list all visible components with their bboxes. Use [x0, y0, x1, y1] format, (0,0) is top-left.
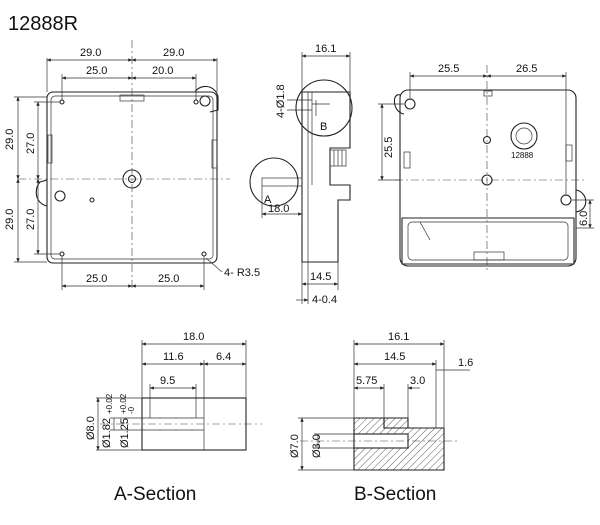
- dim-left-outer-top: 29.0: [4, 129, 16, 150]
- a-dim-dia-outer: Ø8.0: [85, 416, 97, 440]
- dim-hole-diameter: 4-Ø1.8: [275, 84, 287, 118]
- b-dim-dia-outer: Ø7.0: [289, 434, 301, 458]
- a-dim-dia-inner-tol-dn: -0: [127, 406, 136, 414]
- part-number-title: 12888R: [8, 13, 78, 35]
- b-dim-total: 16.1: [388, 331, 409, 343]
- a-dim-total: 18.0: [183, 331, 204, 343]
- rear-body-outline: [399, 89, 577, 267]
- dim-bottom-right: 25.0: [158, 273, 179, 285]
- dim-rear-top-left: 25.5: [438, 63, 459, 75]
- rear-mount-hole-right: [560, 194, 572, 206]
- dim-side-depth: 18.0: [268, 203, 289, 215]
- front-view: 29.0 29.0 25.0 20.0 29.0 29.0 27.0 27.0 …: [4, 40, 260, 290]
- b-dim-inner: 3.0: [410, 375, 425, 387]
- detail-label-a: A: [264, 194, 272, 206]
- dim-top-inner-right: 20.0: [152, 65, 173, 77]
- dim-left-inner-top: 27.0: [25, 133, 37, 154]
- b-dim-mid: 14.5: [384, 351, 405, 363]
- dim-top-overall-left: 29.0: [80, 47, 101, 59]
- setting-dial: [510, 122, 538, 150]
- detail-circle-a: [249, 157, 299, 207]
- a-dim-dia-inner: Ø1.25: [119, 418, 131, 448]
- side-view: 16.1 4-Ø1.8 B A 18.0 14.5 4-0.4: [249, 43, 353, 306]
- b-dim-dia-inner: Ø3.0: [311, 434, 323, 458]
- battery-compartment: [401, 217, 575, 265]
- dim-left-inner-bottom: 27.0: [25, 209, 37, 230]
- b-section-view: 16.1 14.5 1.6 5.75 3.0 Ø7.0 Ø3.0 B-Secti…: [289, 331, 473, 505]
- dim-side-bottom-a: 14.5: [310, 271, 331, 283]
- a-dim-inner: 9.5: [160, 375, 175, 387]
- dim-left-outer-bottom: 29.0: [4, 209, 16, 230]
- detail-label-b: B: [320, 121, 327, 133]
- rear-view: 12888 25.5 26.5 25.5 6.0: [378, 63, 594, 270]
- side-body-outline: [301, 91, 351, 263]
- dim-top-overall-right: 29.0: [163, 47, 184, 59]
- dim-rear-right-offset: 6.0: [578, 211, 590, 226]
- dim-rear-left-height: 25.5: [383, 137, 395, 158]
- a-dim-dia-mid-tol: +0.02: [105, 393, 114, 414]
- a-section-view: 18.0 11.6 6.4 9.5 Ø8.0 Ø1.82 +0.02 Ø1.25…: [85, 331, 262, 505]
- rear-mount-hole-left: [404, 98, 416, 110]
- dim-bottom-left: 25.0: [86, 273, 107, 285]
- dial-label: 12888: [511, 151, 534, 160]
- b-dim-right-step: 1.6: [458, 357, 473, 369]
- a-dim-dia-mid: Ø1.82: [101, 418, 113, 448]
- a-dim-dia-inner-tol-up: +0.02: [119, 393, 128, 414]
- mount-hole-top-right: [199, 95, 211, 107]
- dim-side-bottom-b: 4-0.4: [312, 294, 337, 306]
- dim-corner-radius: 4- R3.5: [224, 267, 260, 279]
- rear-center-shaft: [481, 174, 493, 186]
- dim-side-width: 16.1: [315, 43, 336, 55]
- b-dim-left: 5.75: [356, 375, 377, 387]
- dim-top-inner-left: 25.0: [86, 65, 107, 77]
- a-dim-mid: 11.6: [163, 351, 184, 363]
- mount-hole-bottom-left: [54, 190, 66, 202]
- b-section-label: B-Section: [354, 484, 436, 505]
- a-dim-right: 6.4: [216, 351, 231, 363]
- dim-rear-top-right: 26.5: [516, 63, 537, 75]
- a-section-label: A-Section: [114, 484, 196, 505]
- detail-circle-b: [295, 79, 353, 137]
